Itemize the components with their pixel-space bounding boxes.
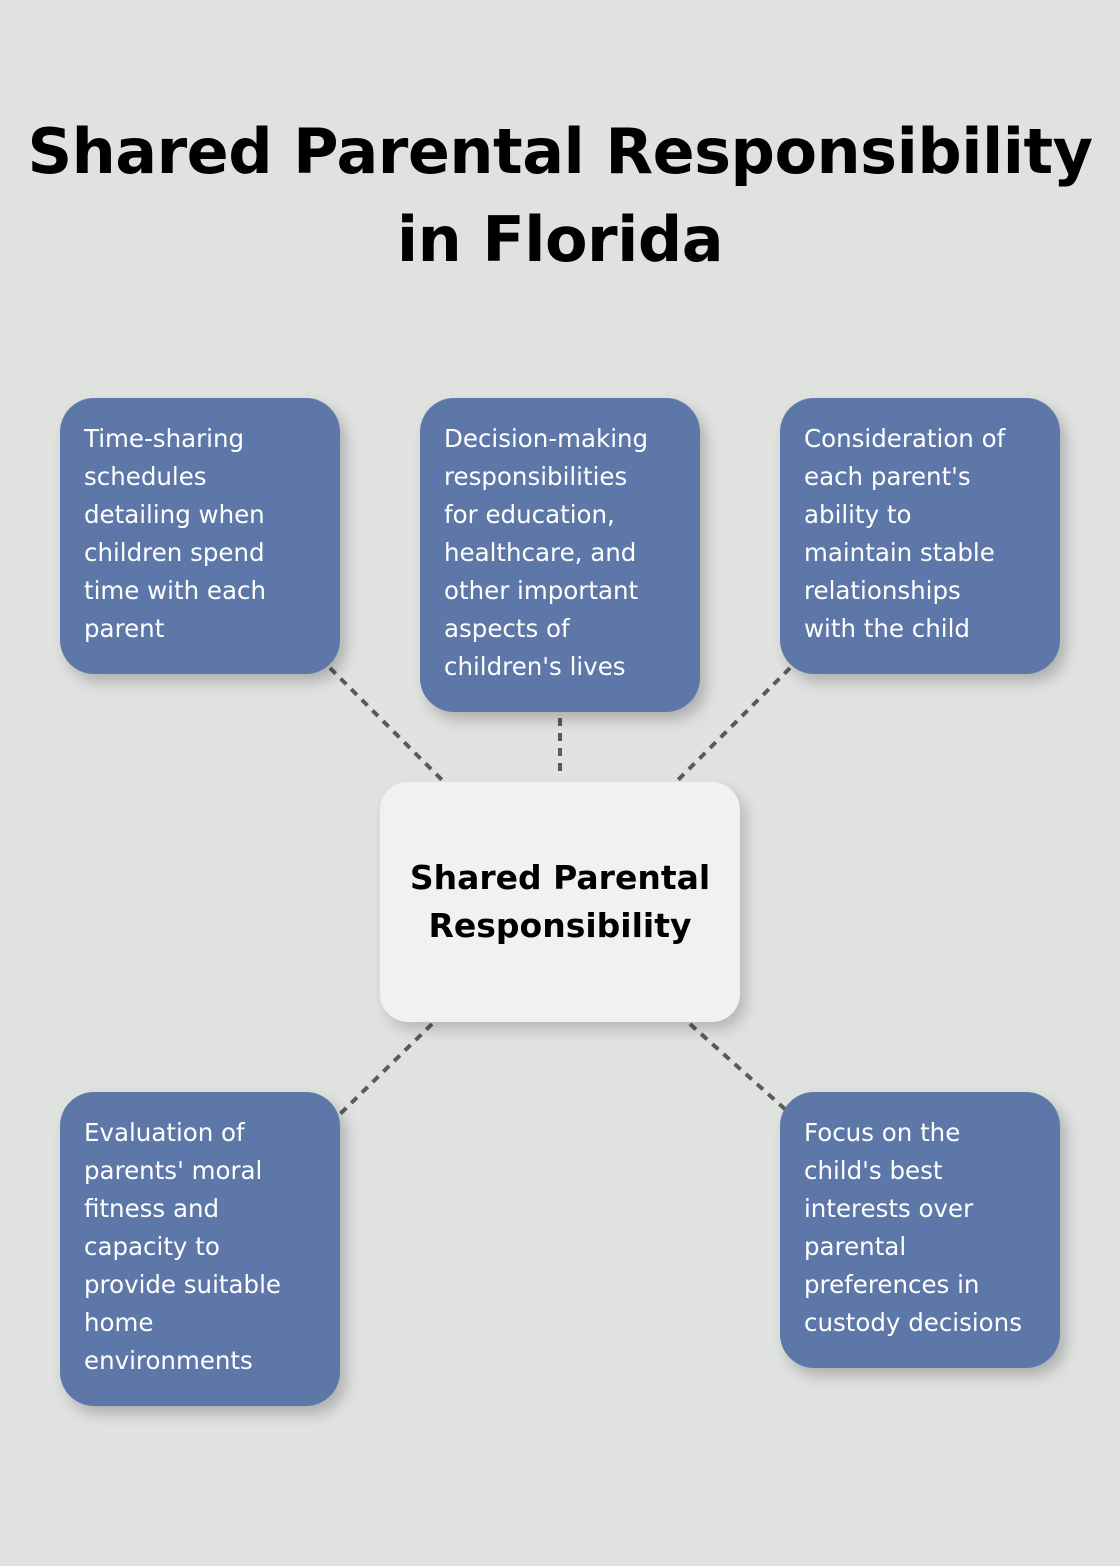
title-line: in Florida bbox=[396, 203, 724, 276]
connector-line bbox=[688, 1022, 788, 1112]
center-label: Shared Parental bbox=[409, 858, 711, 897]
node-text-line: schedules bbox=[84, 462, 207, 491]
node-text-line: maintain stable bbox=[804, 538, 995, 567]
node-text-line: parents' moral bbox=[84, 1156, 263, 1185]
node-text-line: responsibilities bbox=[444, 462, 628, 491]
node-best-interests: Focus on the child's best interests over pa… bbox=[780, 1092, 1060, 1368]
node-decision-making: Decision-making responsibilities for educa… bbox=[420, 398, 700, 712]
node-moral-fitness: Evaluation of parents' moral fitness and ca… bbox=[60, 1092, 340, 1406]
node-text-line: fitness and bbox=[84, 1194, 220, 1223]
node-text-line: detailing when bbox=[84, 500, 265, 529]
node-text-line: children's lives bbox=[444, 652, 626, 681]
node-text-line: for education, bbox=[444, 500, 615, 529]
node-text-line: environments bbox=[84, 1346, 253, 1375]
node-text-line: preferences in bbox=[804, 1270, 980, 1299]
node-text-line: ability to bbox=[804, 500, 912, 529]
node-text-line: time with each bbox=[84, 576, 266, 605]
page-title: Shared Parental Responsibility in Florid… bbox=[0, 108, 1120, 284]
node-text-line: parent bbox=[84, 614, 165, 643]
center-label: Responsibility bbox=[428, 906, 692, 945]
node-text-line: healthcare, and bbox=[444, 538, 637, 567]
node-text-line: parental bbox=[804, 1232, 907, 1261]
connector-line bbox=[336, 1022, 434, 1118]
node-text-line: children spend bbox=[84, 538, 265, 567]
title-line: Shared Parental Responsibility bbox=[27, 115, 1093, 188]
center-node: Shared Parental Responsibility bbox=[380, 782, 740, 1022]
node-text-line: capacity to bbox=[84, 1232, 220, 1261]
node-time-sharing: Time-sharing schedules detailing when child… bbox=[60, 398, 340, 674]
node-stable-relationships: Consideration of each parent's ability to m… bbox=[780, 398, 1060, 674]
node-text-line: aspects of bbox=[444, 614, 570, 643]
node-text-line: child's best bbox=[804, 1156, 943, 1185]
node-text-line: Focus on the bbox=[804, 1118, 961, 1147]
node-text-line: provide suitable bbox=[84, 1270, 281, 1299]
node-text-line: other important bbox=[444, 576, 639, 605]
node-text-line: Time-sharing bbox=[84, 424, 245, 453]
node-text-line: home bbox=[84, 1308, 154, 1337]
node-text-line: interests over bbox=[804, 1194, 974, 1223]
node-text-line: Consideration of bbox=[804, 424, 1006, 453]
connector-line bbox=[676, 666, 792, 782]
node-text-line: each parent's bbox=[804, 462, 971, 491]
node-text-line: Decision-making bbox=[444, 424, 649, 453]
node-text-line: relationships bbox=[804, 576, 961, 605]
node-text-line: custody decisions bbox=[804, 1308, 1022, 1337]
node-text-line: Evaluation of bbox=[84, 1118, 245, 1147]
node-text-line: with the child bbox=[804, 614, 970, 643]
connector-line bbox=[328, 666, 444, 782]
